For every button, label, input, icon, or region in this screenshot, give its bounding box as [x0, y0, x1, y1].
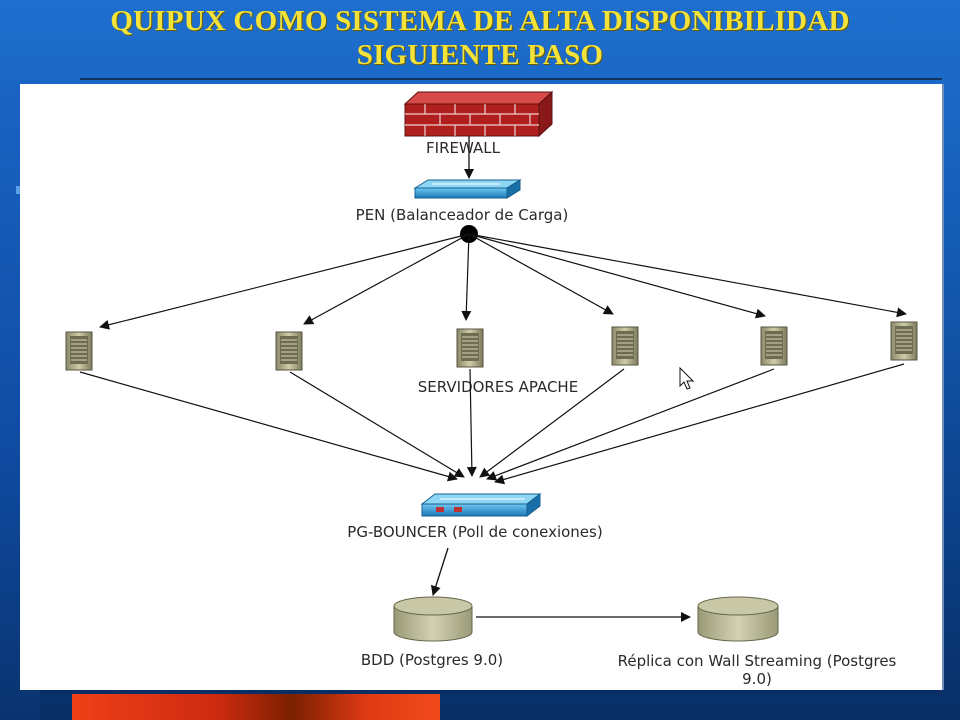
apache-server-4 [611, 326, 639, 366]
replica-label-line1: Réplica con Wall Streaming (Postgres [618, 652, 897, 670]
edge-bouncer-bdd [430, 547, 449, 596]
edge-pen-server-6 [468, 233, 907, 318]
bottom-divider [40, 690, 942, 694]
edge-pen-server-4 [468, 233, 614, 315]
edge-server-1-bouncer [79, 371, 458, 482]
slide-title-line2: SIGUIENTE PASO [356, 39, 604, 71]
load-balancer-icon [413, 179, 522, 199]
edge-server-6-bouncer [494, 363, 905, 485]
edge-pen-server-1 [99, 233, 470, 330]
edge-pen-server-2 [303, 233, 470, 325]
slide-title: QUIPUX COMO SISTEMA DE ALTA DISPONIBILID… [0, 4, 960, 72]
edges-pen-to-servers [99, 233, 907, 330]
apache-server-6 [890, 321, 918, 361]
slide-title-line1: QUIPUX COMO SISTEMA DE ALTA DISPONIBILID… [110, 5, 850, 37]
edge-pen-server-3 [461, 233, 472, 321]
pgbouncer-icon [420, 492, 542, 518]
database-icon [393, 596, 473, 642]
firewall-icon [403, 90, 554, 138]
replica-label-line2: 9.0) [742, 670, 772, 688]
edge-server-5-bouncer [486, 368, 775, 481]
title-divider [80, 78, 942, 80]
edge-server-4-bouncer [479, 368, 625, 478]
apache-server-2 [275, 331, 303, 371]
bdd-label: BDD (Postgres 9.0) [361, 651, 503, 669]
architecture-diagram: FIREWALL PEN (Balanceador de Carga) [65, 90, 918, 688]
mouse-cursor-icon [679, 366, 695, 390]
replica-database-icon [697, 596, 779, 642]
apache-label: SERVIDORES APACHE [418, 378, 578, 396]
edge-server-2-bouncer [289, 371, 465, 478]
apache-server-5 [760, 326, 788, 366]
pen-label: PEN (Balanceador de Carga) [356, 206, 569, 224]
apache-server-3 [456, 328, 484, 368]
firewall-label: FIREWALL [426, 139, 501, 157]
diagram-canvas: FIREWALL PEN (Balanceador de Carga) [20, 84, 944, 690]
edges-servers-to-bouncer [79, 363, 905, 485]
edge-server-3-bouncer [466, 368, 477, 477]
apache-server-1 [65, 331, 93, 371]
edge-pen-server-5 [468, 233, 766, 319]
bottom-accent-bar [72, 694, 440, 720]
pgbouncer-label: PG-BOUNCER (Poll de conexiones) [347, 523, 602, 541]
